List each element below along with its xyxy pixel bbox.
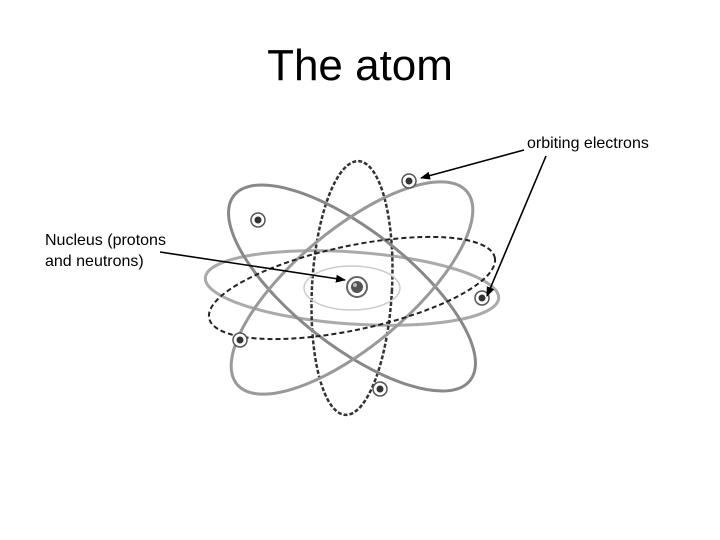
orbit-dashed-wide	[207, 235, 497, 341]
slide-title: The atom	[267, 41, 453, 90]
electron	[250, 212, 266, 228]
electron-arrow-right	[486, 155, 547, 297]
orbit-vertical	[310, 159, 394, 417]
orbit-diagonal-right	[229, 180, 475, 396]
orbit-diagonal-left	[227, 183, 477, 393]
nucleus	[346, 276, 368, 298]
electron	[232, 332, 248, 348]
electron	[401, 173, 417, 189]
nucleus-arrow	[159, 251, 346, 283]
nucleus-label-line1: Nucleus (protons	[45, 232, 166, 249]
nucleus-label: Nucleus (protons and neutrons)	[45, 230, 166, 272]
nucleus-label-line2: and neutrons)	[45, 253, 144, 270]
orbit-horizontal	[203, 249, 501, 327]
electron	[372, 381, 388, 397]
electron-arrow-top	[420, 149, 525, 180]
electrons-label: orbiting electrons	[527, 135, 649, 152]
orbit-inner	[303, 265, 401, 311]
electron	[474, 290, 490, 306]
